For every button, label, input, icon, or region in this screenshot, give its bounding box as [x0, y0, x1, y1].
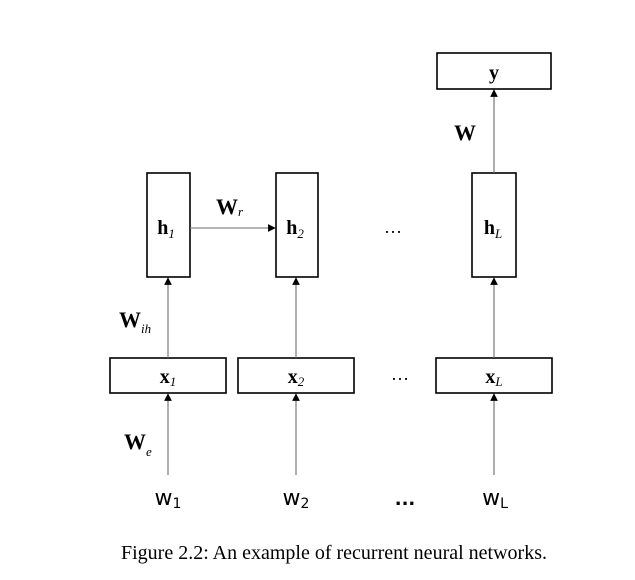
embedding-label-1: x1	[160, 366, 177, 389]
hidden-box-2	[275, 172, 319, 278]
embedding-label-L: xL	[485, 366, 502, 389]
embedding-box-1	[109, 357, 227, 394]
figure-caption: Figure 2.2: An example of recurrent neur…	[121, 542, 547, 564]
word-label-L: wL	[482, 486, 508, 512]
hidden-label-L: hL	[484, 217, 502, 241]
hidden-label-1: h1	[157, 217, 175, 241]
hidden-label-2: h2	[286, 217, 304, 241]
embedding-weight-label: We	[124, 429, 152, 459]
input-hidden-weight-label: Wih	[119, 307, 151, 336]
recurrent-weight-label: Wr	[216, 194, 244, 219]
embedding-label-2: x2	[288, 366, 305, 389]
hidden-box-1	[146, 172, 191, 278]
output-label: y	[489, 62, 499, 84]
embedding-ellipsis: …	[391, 364, 409, 384]
hidden-ellipsis: …	[384, 217, 402, 237]
embedding-box-L	[435, 357, 553, 394]
word-label-2: w2	[283, 486, 310, 512]
output-box	[436, 52, 552, 90]
word-ellipsis: ...	[395, 489, 416, 510]
word-label-1: w1	[155, 486, 182, 512]
output-weight-label: W	[454, 120, 476, 145]
